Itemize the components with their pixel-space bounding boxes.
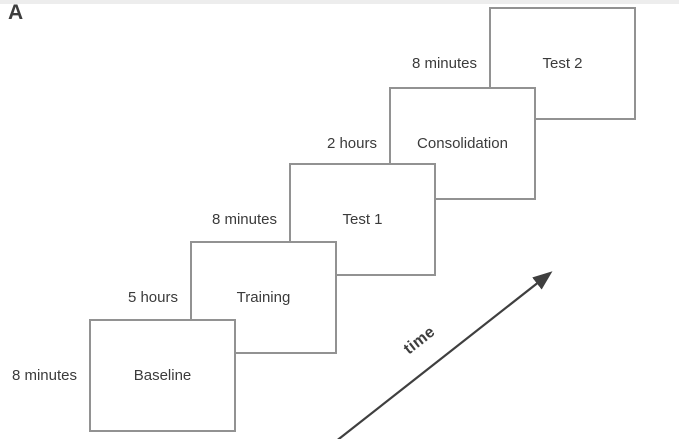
box-label-test-2: Test 2 [542,55,583,72]
box-label-consolidation: Consolidation [417,135,508,152]
duration-label-test-1: 8 minutes [211,211,277,228]
panel-label: A [8,1,24,24]
duration-label-test-2: 8 minutes [411,55,477,72]
box-label-test-1: Test 1 [342,211,383,228]
box-baseline: Baseline [89,319,236,432]
duration-label-baseline: 8 minutes [11,367,77,384]
box-label-baseline: Baseline [133,367,192,384]
duration-label-consolidation: 2 hours [326,135,377,152]
duration-label-training: 5 hours [127,289,178,306]
top-edge-divider [0,0,679,4]
box-label-training: Training [236,289,291,306]
